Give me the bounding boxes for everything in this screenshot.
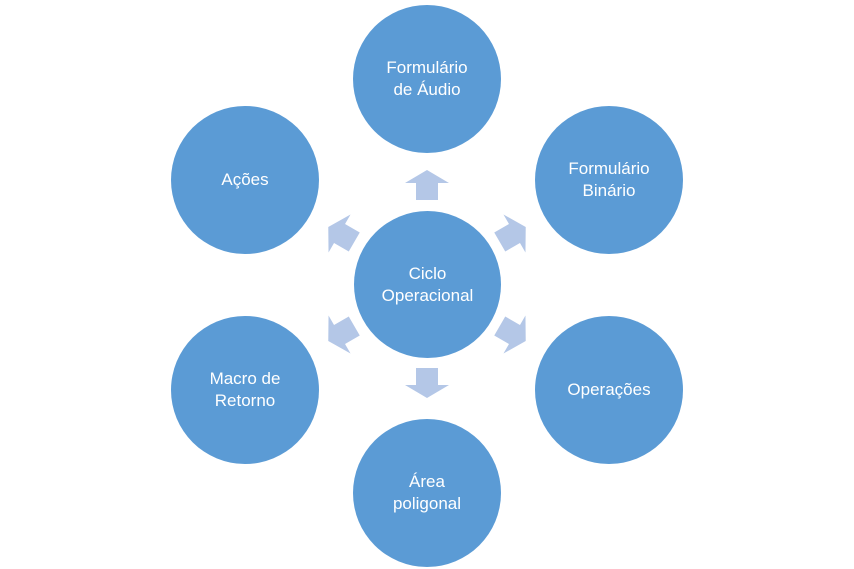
node-label: Formulário Binário bbox=[568, 159, 650, 200]
node-macro-de-retorno: Macro de Retorno bbox=[171, 316, 319, 464]
node-label: Área poligonal bbox=[392, 472, 462, 513]
node-label: Formulário de Áudio bbox=[386, 58, 468, 99]
arrow-down-right-shape bbox=[494, 315, 526, 354]
node-acoes: Ações bbox=[171, 106, 319, 254]
node-label: Macro de Retorno bbox=[209, 369, 281, 410]
arrow-down-shape bbox=[405, 368, 449, 398]
arrow-up-right-shape bbox=[494, 214, 526, 253]
center-node-label: Ciclo Operacional bbox=[381, 263, 474, 305]
center-node-ciclo-operacional: Ciclo Operacional bbox=[354, 211, 501, 358]
node-operacoes: Operações bbox=[535, 316, 683, 464]
node-formulario-binario: Formulário Binário bbox=[535, 106, 683, 254]
arrow-up-shape bbox=[405, 170, 449, 200]
node-label: Ações bbox=[221, 170, 269, 189]
arrow-up-left-shape bbox=[328, 214, 360, 253]
arrow-down-left-shape bbox=[328, 315, 360, 354]
node-label: Operações bbox=[567, 380, 651, 399]
node-formulario-de-audio: Formulário de Áudio bbox=[353, 5, 501, 153]
node-area-poligonal: Área poligonal bbox=[353, 419, 501, 567]
